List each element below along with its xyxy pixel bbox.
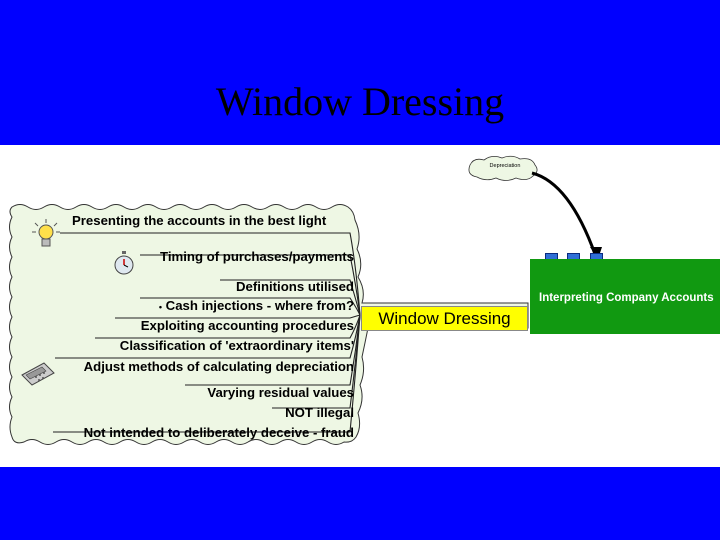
bullet-dot: • [158, 302, 162, 312]
central-topic[interactable]: Window Dressing [361, 306, 528, 331]
mind-map-canvas [9, 155, 602, 445]
branch-item[interactable]: Not intended to deliberately deceive - f… [83, 425, 354, 440]
branch-item[interactable]: Exploiting accounting procedures [140, 318, 354, 333]
branch-cloud [9, 204, 529, 445]
branch-item-label: Cash injections - where from? [165, 298, 354, 313]
branch-item[interactable]: Presenting the accounts in the best ligh… [72, 213, 327, 228]
mind-map-panel: Depreciation Presenting the accounts in … [0, 145, 720, 467]
branch-item[interactable]: Classification of 'extraordinary items' [119, 338, 354, 353]
depreciation-cloud [468, 155, 538, 181]
branch-item[interactable]: • Cash injections - where from? [159, 298, 354, 313]
stopwatch-icon [113, 250, 135, 281]
branch-item[interactable]: Timing of purchases/payments [160, 249, 354, 264]
branch-connectors [53, 232, 361, 433]
branch-item[interactable]: Definitions utilised [236, 279, 354, 294]
branch-item[interactable]: Adjust methods of calculating depreciati… [83, 359, 354, 374]
branch-item[interactable]: Varying residual values [207, 385, 354, 400]
main-topic[interactable]: Interpreting Company Accounts [530, 259, 720, 334]
lightbulb-icon [32, 218, 60, 255]
branch-item[interactable]: NOT illegal [285, 405, 354, 420]
cloud-arrow [531, 171, 598, 258]
calculator-icon [20, 361, 56, 392]
slide-title: Window Dressing [215, 79, 505, 124]
depreciation-note: Depreciation [489, 163, 521, 169]
